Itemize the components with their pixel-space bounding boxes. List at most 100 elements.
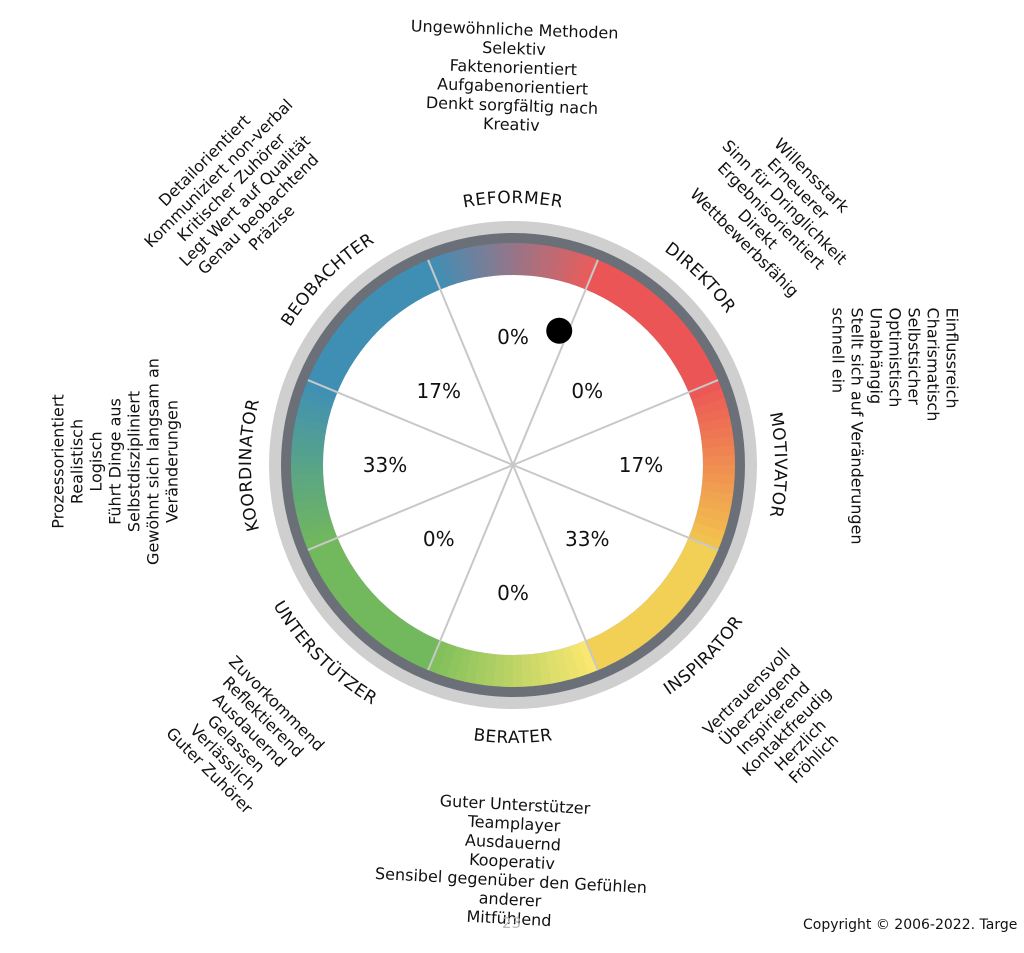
segment-band-unterstuetzer xyxy=(418,636,441,671)
percent-beobachter: 17% xyxy=(417,379,461,403)
segment-band-beobachter xyxy=(410,263,434,297)
segment-band-motivator xyxy=(688,380,723,401)
segment-band-direktor xyxy=(677,354,711,379)
segment-band-inspirator xyxy=(657,580,690,609)
segment-band-inspirator xyxy=(652,587,684,616)
segment-band-beobachter xyxy=(342,314,374,343)
segment-band-beobachter xyxy=(325,336,358,363)
segment-band-inspirator xyxy=(672,560,706,586)
segment-band-berater xyxy=(577,640,598,675)
segment-band-beobachter xyxy=(393,272,419,305)
segment-band-inspirator xyxy=(681,545,715,569)
segment-band-inspirator xyxy=(640,599,670,630)
percent-direktor: 0% xyxy=(571,379,603,403)
segment-band-inspirator xyxy=(668,567,701,594)
segment-band-reformer xyxy=(503,242,515,276)
segment-band-direktor xyxy=(658,322,690,351)
segment-band-motivator xyxy=(696,407,730,425)
segment-band-motivator xyxy=(693,514,728,533)
segment-label-motivator: MOTIVATOR xyxy=(765,411,790,520)
segment-band-unterstuetzer xyxy=(320,559,353,585)
spoke-line xyxy=(307,379,514,466)
segment-label-koordinator: KOORDINATOR xyxy=(236,397,264,534)
percent-koordinator: 33% xyxy=(363,453,407,477)
segment-band-koordinator xyxy=(291,454,324,465)
segment-band-reformer xyxy=(537,244,553,279)
percent-berater: 0% xyxy=(497,581,529,605)
segment-band-unterstuetzer xyxy=(307,536,341,559)
segment-band-reformer xyxy=(513,243,524,276)
segment-band-koordinator xyxy=(301,387,335,408)
trait-item: Unabhängig xyxy=(866,307,886,405)
segment-band-berater xyxy=(454,648,472,682)
trait-item: Einflussreich xyxy=(942,307,962,409)
trait-item: Realistisch xyxy=(67,418,87,505)
segment-band-direktor xyxy=(681,362,715,386)
segment-band-direktor xyxy=(647,308,678,338)
segment-band-beobachter xyxy=(320,344,354,370)
segment-band-beobachter xyxy=(307,370,342,393)
segment-band-berater xyxy=(426,640,449,674)
segment-band-berater xyxy=(569,643,589,678)
segment-band-berater xyxy=(473,651,489,686)
trait-item: Optimistisch xyxy=(885,307,905,408)
percent-unterstuetzer: 0% xyxy=(423,527,455,551)
segment-band-reformer xyxy=(428,255,449,290)
position-marker xyxy=(546,317,573,344)
segment-band-reformer xyxy=(484,243,498,277)
segment-band-motivator xyxy=(691,522,725,543)
segment-band-reformer xyxy=(455,248,473,282)
segment-band-koordinator xyxy=(296,505,330,523)
segment-band-direktor xyxy=(653,315,684,344)
segment-band-motivator xyxy=(699,489,734,505)
copyright-text: Copyright © 2006-2022. Targe xyxy=(803,917,1018,933)
segment-band-reformer xyxy=(570,253,591,287)
segment-band-unterstuetzer xyxy=(355,598,385,629)
segment-band-koordinator xyxy=(303,529,338,550)
segment-band-berater xyxy=(445,645,464,680)
segment-band-unterstuetzer xyxy=(336,579,368,608)
trait-item: Selbstsicher xyxy=(904,307,924,405)
segment-band-unterstuetzer xyxy=(392,624,418,658)
segment-band-inspirator xyxy=(592,633,616,667)
segment-band-direktor xyxy=(668,337,701,364)
segment-band-motivator xyxy=(702,465,735,476)
trait-item: schnell ein xyxy=(828,307,848,394)
segment-band-berater xyxy=(528,653,542,687)
trait-item: Logisch xyxy=(86,431,106,492)
segment-band-beobachter xyxy=(377,282,405,315)
segment-band-motivator xyxy=(701,436,735,450)
page-number: 23 xyxy=(502,914,522,932)
segment-band-koordinator xyxy=(298,513,332,532)
segment-band-koordinator xyxy=(294,415,328,433)
segment-band-beobachter xyxy=(385,277,412,310)
segment-band-berater xyxy=(502,654,513,687)
segment-band-reformer xyxy=(545,246,563,280)
segment-band-beobachter xyxy=(336,321,369,350)
segment-band-berater xyxy=(553,648,571,682)
segment-band-motivator xyxy=(691,389,726,409)
trait-item: Selbstdiszipliniert xyxy=(124,390,144,533)
traits-motivator: Einflussreich Charismatisch Selbstsicher… xyxy=(829,308,962,558)
segment-band-unterstuetzer xyxy=(409,633,433,667)
trait-item: Veränderungen xyxy=(162,399,182,524)
segment-band-berater xyxy=(463,650,481,684)
spoke-line xyxy=(307,464,514,551)
segment-band-koordinator xyxy=(291,472,324,485)
segment-band-koordinator xyxy=(291,463,324,475)
segment-band-reformer xyxy=(437,252,457,287)
segment-label-berater: BERATER xyxy=(472,725,553,748)
segment-band-inspirator xyxy=(646,593,677,623)
segment-band-koordinator xyxy=(292,425,327,441)
segment-band-direktor xyxy=(621,283,650,315)
segment-band-unterstuetzer xyxy=(384,620,411,653)
segment-band-beobachter xyxy=(356,300,386,331)
segment-band-unterstuetzer xyxy=(330,573,363,601)
segment-band-inspirator xyxy=(599,629,624,663)
segment-band-beobachter xyxy=(331,328,363,357)
segment-band-beobachter xyxy=(316,352,349,378)
trait-item: Prozessorientiert xyxy=(48,394,68,529)
segment-label-reformer: REFORMER xyxy=(461,188,564,213)
segment-band-berater xyxy=(511,654,523,687)
